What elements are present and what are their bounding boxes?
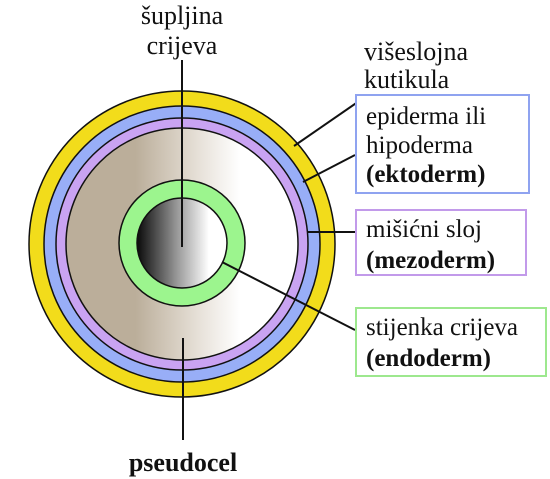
cuticle-pointer-line — [294, 97, 365, 146]
cavity-label-line1: šupljina — [141, 1, 224, 30]
muscle-label-line1: mišićni sloj — [366, 216, 482, 243]
cuticle-label-line2: kutikula — [364, 65, 450, 94]
epidermis-label-line2: hipoderma — [366, 132, 473, 159]
epidermis-label-line1: epiderma ili — [366, 103, 486, 130]
gut-wall-label-line1: stijenka crijeva — [366, 314, 518, 341]
gut-wall-label-line2: (endoderm) — [366, 345, 491, 372]
pseudocoel-label: pseudocel — [129, 448, 237, 477]
cavity-label-line2: crijeva — [147, 31, 218, 60]
cuticle-label-line1: višeslojna — [364, 37, 468, 66]
epidermis-label-line3: (ektoderm) — [366, 161, 485, 188]
muscle-label-line2: (mezoderm) — [366, 247, 495, 274]
